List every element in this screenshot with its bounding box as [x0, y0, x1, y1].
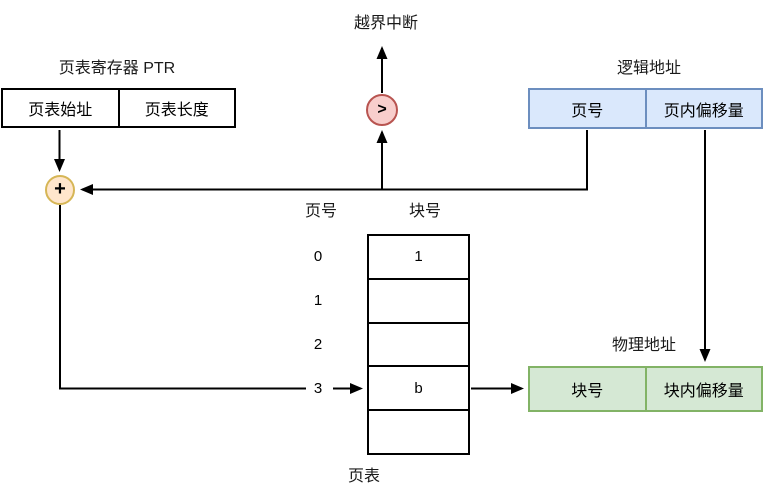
- page-table-index-column: 0 1 2 3: [296, 234, 340, 455]
- connector-adder-to-row3: [59, 205, 306, 390]
- page-table-index: 1: [313, 291, 323, 309]
- physical-cell-block-number: 块号: [530, 368, 647, 410]
- page-table-row: [369, 411, 468, 453]
- logical-address-box: 页号 页内偏移量: [528, 88, 763, 129]
- page-table-row: [369, 280, 468, 324]
- physical-cell-block-offset: 块内偏移量: [663, 383, 744, 400]
- ptr-register-box: 页表始址 页表长度: [1, 88, 236, 128]
- logical-cell-page-offset: 页内偏移量: [663, 102, 744, 120]
- page-table-index: 2: [313, 336, 323, 353]
- page-table-index: 0: [313, 247, 323, 265]
- page-table-row: [369, 324, 468, 368]
- page-table: 1 b: [367, 234, 470, 455]
- interrupt-label: 越界中断: [353, 15, 419, 32]
- comparator-node: >: [366, 94, 398, 126]
- page-table-row: b: [369, 367, 468, 412]
- plus-icon: +: [54, 177, 66, 200]
- page-table-index: [296, 411, 340, 455]
- connector-pageno-to-adder: [80, 130, 588, 195]
- physical-address-box: 块号 块内偏移量: [528, 366, 763, 412]
- adder-node: +: [45, 175, 75, 205]
- page-table-header-block: 块号: [408, 203, 442, 220]
- physical-address-title: 物理地址: [611, 337, 677, 354]
- page-table-caption: 页表: [347, 468, 381, 485]
- page-table-header-page: 页号: [304, 203, 338, 220]
- ptr-register-title: 页表寄存器 PTR: [58, 60, 176, 77]
- page-table-row: 1: [369, 236, 468, 280]
- logical-cell-page-number: 页号: [530, 90, 647, 127]
- greater-than-icon: >: [377, 101, 387, 118]
- page-table-index: 3: [313, 380, 323, 398]
- ptr-cell-length: 页表长度: [144, 102, 209, 119]
- logical-address-title: 逻辑地址: [616, 60, 682, 77]
- ptr-cell-start-address: 页表始址: [3, 90, 120, 126]
